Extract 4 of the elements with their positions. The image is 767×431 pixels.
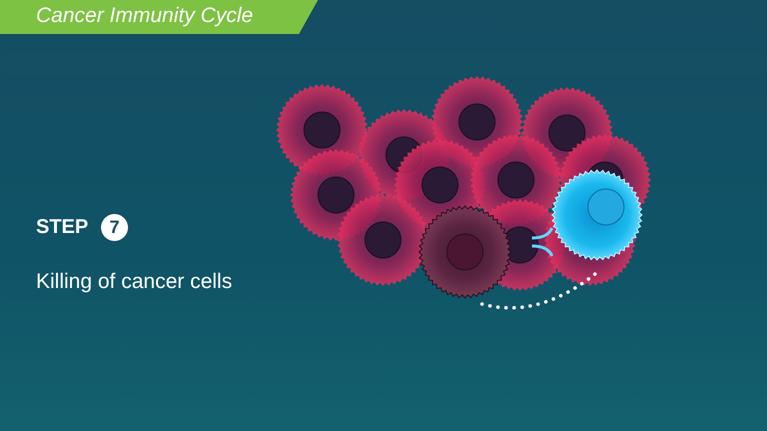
step-description: Killing of cancer cells xyxy=(36,270,232,294)
title: Cancer Immunity Cycle xyxy=(36,4,254,28)
step-number: 7 xyxy=(101,214,128,241)
step-label: STEP xyxy=(36,216,88,239)
